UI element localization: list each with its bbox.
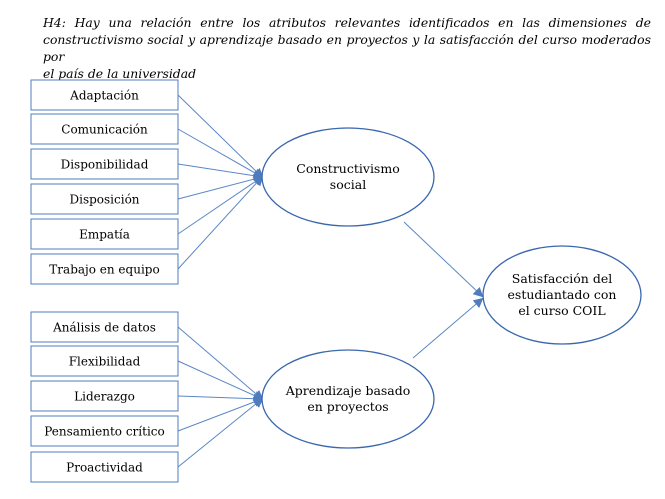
arrow-proactividad bbox=[177, 397, 264, 468]
attribute-box-comunicacion bbox=[30, 113, 179, 145]
attribute-label-analisis-de-datos: Análisis de datos bbox=[52, 321, 156, 335]
attribute-group-constructivismo: AdaptaciónComunicaciónDisponibilidadDisp… bbox=[30, 79, 179, 285]
hypothesis-caption: H4: Hay una relación entre los atributos… bbox=[43, 14, 651, 82]
caption-line-2: constructivismo social y aprendizaje bas… bbox=[43, 32, 651, 64]
arrow-pensamiento-critico bbox=[177, 397, 264, 432]
arrow-adaptacion bbox=[177, 94, 264, 179]
arrow-flexibilidad bbox=[177, 360, 264, 401]
attribute-box-disponibilidad bbox=[30, 148, 179, 180]
attribute-label-empatia: Empatía bbox=[79, 228, 130, 242]
attribute-box-pensamiento-critico bbox=[30, 415, 179, 447]
node-satisfaccion-label-1: Satisfacción del bbox=[512, 271, 612, 286]
attribute-box-disposicion bbox=[30, 183, 179, 215]
node-satisfaccion-label-2: estudiantado con bbox=[508, 287, 617, 302]
node-aprendizaje-label-2: en proyectos bbox=[307, 399, 388, 414]
attribute-box-trabajo-en-equipo bbox=[30, 253, 179, 285]
caption-line-3: el país de la universidad bbox=[43, 66, 197, 81]
arrow-analisis-de-datos bbox=[177, 326, 264, 401]
arrow-aprendizaje-to-satisfaccion bbox=[412, 297, 484, 359]
attribute-box-empatia bbox=[30, 218, 179, 250]
arrow-trabajo-en-equipo bbox=[177, 175, 264, 270]
attribute-label-trabajo-en-equipo: Trabajo en equipo bbox=[49, 263, 159, 277]
attribute-label-proactividad: Proactividad bbox=[66, 461, 143, 475]
node-constructivismo-label-2: social bbox=[330, 177, 366, 192]
node-aprendizaje bbox=[261, 349, 435, 449]
attribute-label-disposicion: Disposición bbox=[69, 193, 139, 207]
attribute-label-liderazgo: Liderazgo bbox=[74, 390, 135, 404]
node-satisfaccion-label-3: el curso COIL bbox=[518, 303, 605, 318]
attribute-label-disponibilidad: Disponibilidad bbox=[61, 158, 149, 172]
attribute-box-flexibilidad bbox=[30, 345, 179, 377]
attribute-label-comunicacion: Comunicación bbox=[61, 123, 148, 137]
attribute-label-adaptacion: Adaptación bbox=[69, 89, 139, 103]
node-aprendizaje-label-1: Aprendizaje basado bbox=[285, 383, 411, 398]
node-satisfaccion bbox=[482, 245, 642, 345]
attribute-box-adaptacion bbox=[30, 79, 179, 111]
attribute-box-analisis-de-datos bbox=[30, 311, 179, 343]
arrow-empatia bbox=[177, 175, 264, 235]
attribute-label-pensamiento-critico: Pensamiento crítico bbox=[44, 425, 165, 439]
attribute-group-aprendizaje: Análisis de datosFlexibilidadLiderazgoPe… bbox=[30, 311, 179, 483]
attribute-label-flexibilidad: Flexibilidad bbox=[69, 355, 141, 369]
arrow-disposicion bbox=[177, 174, 264, 200]
arrow-liderazgo bbox=[177, 393, 264, 404]
attribute-box-liderazgo bbox=[30, 380, 179, 412]
node-constructivismo-label-1: Constructivismo bbox=[296, 161, 399, 176]
attribute-box-proactividad bbox=[30, 451, 179, 483]
node-constructivismo bbox=[261, 127, 435, 227]
arrow-comunicacion bbox=[177, 128, 264, 178]
arrows-layer bbox=[177, 94, 484, 468]
arrow-constructivismo-to-satisfaccion bbox=[403, 221, 484, 298]
caption-line-1: H4: Hay una relación entre los atributos… bbox=[43, 15, 651, 30]
arrow-disponibilidad bbox=[177, 163, 264, 181]
